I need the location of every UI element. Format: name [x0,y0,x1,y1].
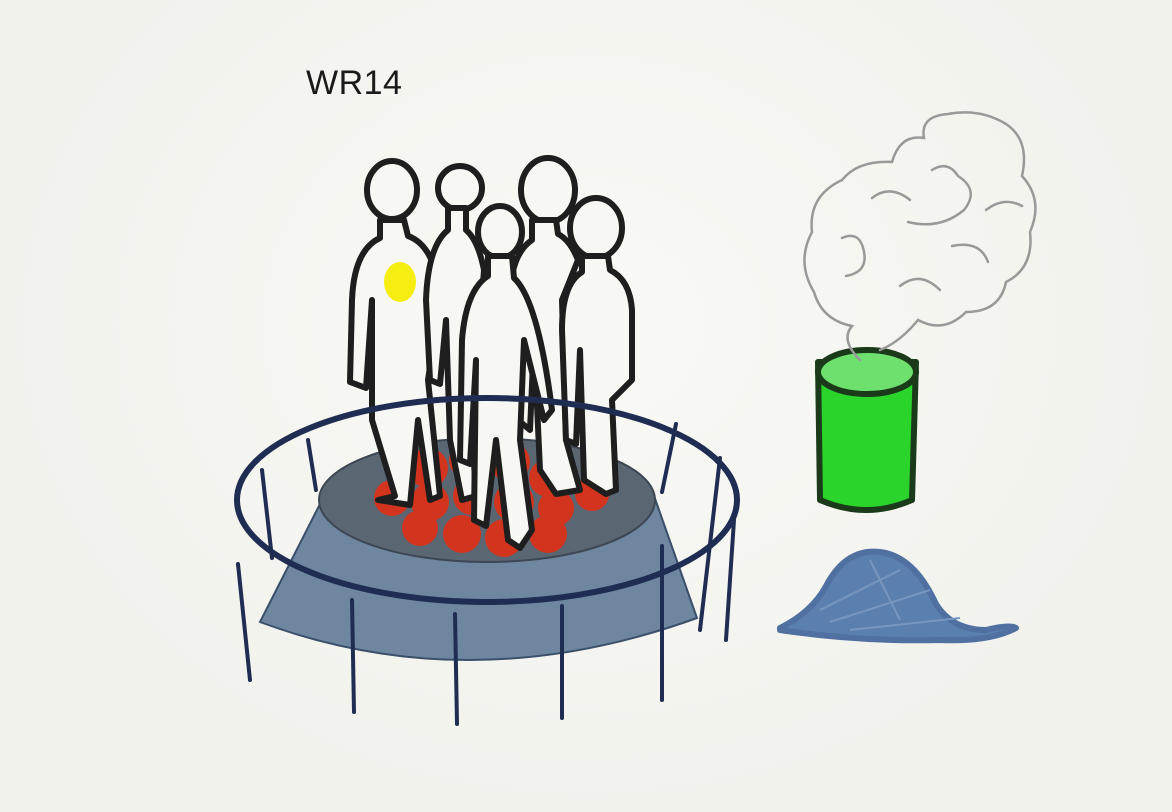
railing-ring [234,395,740,605]
green-bucket [815,347,919,513]
person-figure [347,158,443,508]
drawing-label: WR14 [306,64,403,102]
blue-pile [777,548,1019,644]
highlight-mark [384,262,416,302]
steam-cloud [803,111,1037,362]
person-figure [457,203,555,551]
railing-legs-front [236,518,736,726]
people-figures [347,155,635,551]
person-figure [559,195,635,497]
